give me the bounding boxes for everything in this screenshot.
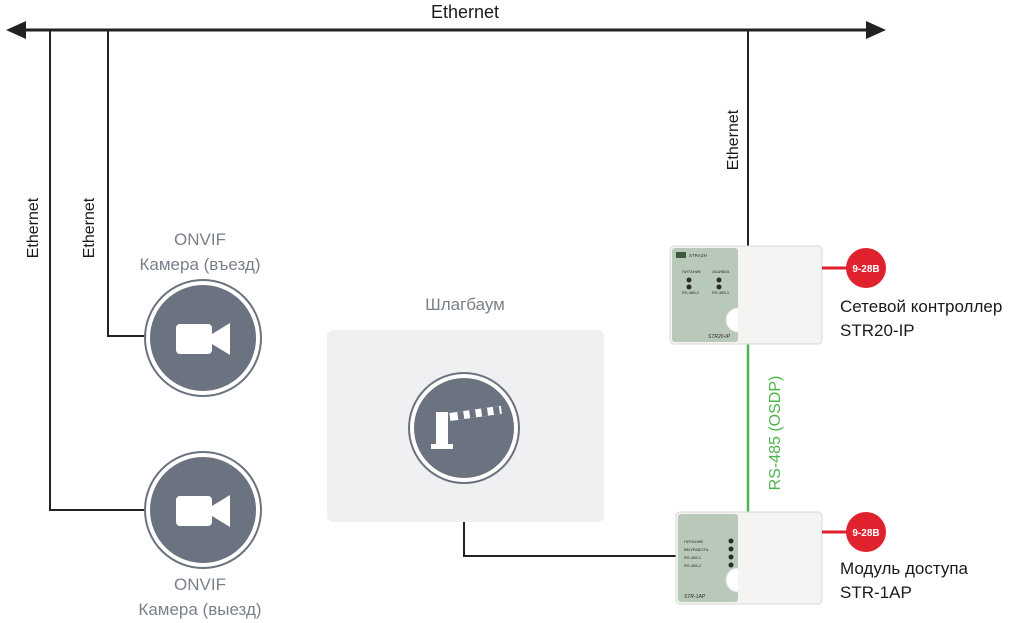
- led: [728, 538, 734, 544]
- rs485-label: RS-485 (OSDP): [767, 376, 784, 491]
- camera-exit-label: Камера (выезд): [138, 600, 261, 619]
- led-label: RS-485-1: [712, 290, 730, 295]
- camera-exit: ONVIF Камера (выезд): [138, 451, 262, 619]
- led-label: ВКЛ/РАБОТА: [684, 547, 709, 552]
- led-label: RS-485-1: [684, 555, 702, 560]
- module-model: STR-1AP: [840, 583, 912, 602]
- led-label: RS-485-2: [684, 563, 702, 568]
- controller-name: Сетевой контроллер: [840, 297, 1002, 316]
- power-badge-label: 9-28В: [852, 528, 879, 539]
- led-label: ПИТАНИЕ: [684, 539, 703, 544]
- controller-device: STRAZH ПИТАНИЕ ОШИБКА RS-485-2 RS-485-1 …: [669, 245, 823, 345]
- camera-entry: ONVIF Камера (въезд): [140, 230, 262, 397]
- barrier-panel: Шлагбаум: [327, 295, 604, 522]
- ethernet-top-label: Ethernet: [431, 2, 499, 22]
- camera-entry-wire: [107, 30, 148, 337]
- controller-power-badge: 9-28В: [846, 248, 886, 288]
- led: [728, 554, 734, 560]
- module-device-model: STR-1AP: [684, 594, 706, 600]
- arrow-right-icon: [866, 21, 886, 39]
- camera-exit-type: ONVIF: [174, 575, 226, 594]
- video-camera-icon: [176, 495, 230, 527]
- video-camera-icon: [176, 323, 230, 355]
- camera-entry-label: Камера (въезд): [140, 255, 261, 274]
- access-module-device: ПИТАНИЕ ВКЛ/РАБОТА RS-485-1 RS-485-2 STR…: [675, 511, 823, 605]
- led: [686, 284, 692, 290]
- led-label: ПИТАНИЕ: [682, 269, 701, 274]
- camera-exit-wire: [49, 30, 148, 511]
- ethernet-right-label: Ethernet: [725, 109, 742, 170]
- brand-logo: [676, 252, 686, 258]
- led: [728, 546, 734, 552]
- arrow-left-icon: [6, 21, 26, 39]
- barrier-label: Шлагбаум: [425, 295, 505, 314]
- power-badge-label: 9-28В: [852, 264, 879, 275]
- led-label: ОШИБКА: [712, 269, 730, 274]
- led: [716, 284, 722, 290]
- ethernet-left-label-1: Ethernet: [25, 197, 42, 258]
- controller-brand: STRAZH: [689, 253, 707, 258]
- led-label: RS-485-2: [682, 290, 700, 295]
- ethernet-left-label-2: Ethernet: [81, 197, 98, 258]
- module-name: Модуль доступа: [840, 559, 969, 578]
- controller-device-model: STR20-IP: [708, 334, 731, 340]
- controller-model: STR20-IP: [840, 321, 915, 340]
- led: [728, 562, 734, 568]
- module-power-badge: 9-28В: [846, 512, 886, 552]
- led: [716, 277, 722, 283]
- led: [686, 277, 692, 283]
- ethernet-bus: [6, 21, 886, 39]
- barrier-gate-icon: [431, 405, 502, 449]
- camera-entry-type: ONVIF: [174, 230, 226, 249]
